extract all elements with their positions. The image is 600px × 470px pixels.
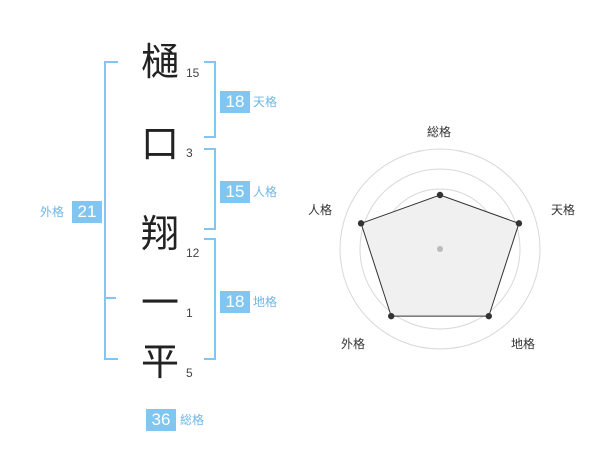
tenkaku-label: 天格 — [253, 95, 278, 109]
stroke-count-2: 3 — [186, 146, 193, 160]
soukaku-value: 36 — [146, 409, 176, 431]
radar-point-5 — [357, 220, 365, 227]
name-char-3: 翔 — [140, 212, 179, 256]
radar-label-chikaku: 地格 — [511, 337, 536, 351]
radar-label-tenkaku: 天格 — [551, 203, 576, 217]
radar-ring-5 — [339, 148, 541, 350]
radar-point-1 — [436, 191, 444, 199]
name-char-2: 口 — [140, 122, 179, 166]
stroke-count-4: 1 — [186, 306, 193, 320]
name-char-4: 一 — [140, 281, 179, 325]
radar-point-3 — [485, 312, 492, 320]
jinkaku-value: 15 — [220, 181, 250, 203]
gaikaku-label: 外格 — [40, 205, 65, 219]
tenkaku-value: 18 — [220, 91, 250, 113]
chikaku-value: 18 — [220, 291, 250, 313]
radar-point-4 — [388, 312, 395, 320]
radar-point-2 — [515, 220, 523, 227]
soukaku-label: 総格 — [180, 413, 205, 427]
stroke-count-3: 12 — [186, 246, 200, 260]
jinkaku-label: 人格 — [253, 185, 278, 199]
radar-center-dot — [437, 246, 443, 252]
radar-label-jinkaku: 人格 — [308, 203, 333, 217]
name-char-1: 樋 — [140, 40, 179, 84]
radar-polygon — [360, 194, 520, 317]
stroke-count-1: 15 — [186, 66, 200, 80]
chikaku-label: 地格 — [253, 295, 278, 309]
radar-ring-4 — [359, 168, 521, 330]
radar-label-soukaku: 総格 — [427, 125, 452, 139]
radar-dots — [357, 191, 523, 320]
radar-label-gaikaku: 外格 — [341, 337, 366, 351]
gaikaku-value: 21 — [72, 201, 102, 223]
name-char-5: 平 — [140, 340, 179, 384]
stroke-count-5: 5 — [186, 366, 193, 380]
